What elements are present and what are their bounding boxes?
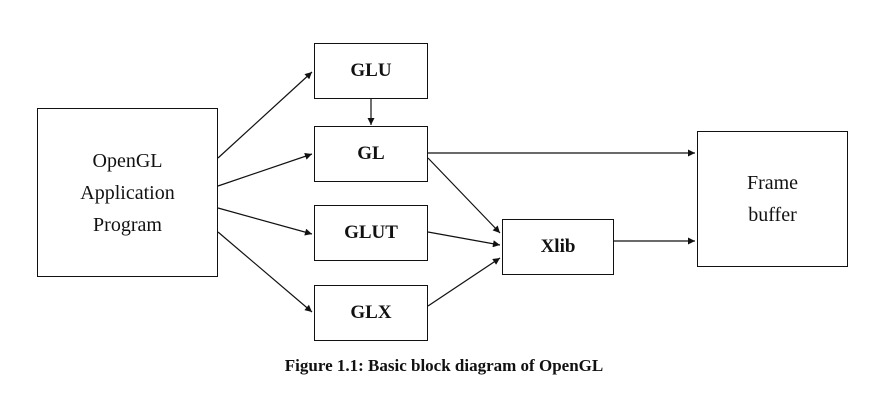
node-glut-label: GLUT bbox=[344, 222, 398, 243]
edge-app-to-gl bbox=[217, 152, 313, 187]
node-frame-label-line-2: buffer bbox=[748, 204, 797, 226]
node-gl: GL bbox=[314, 126, 428, 182]
node-gl-label: GL bbox=[357, 143, 385, 164]
edge-gl-to-xlib bbox=[427, 157, 501, 234]
edge-app-to-glut bbox=[217, 207, 313, 236]
node-glx-label: GLX bbox=[350, 302, 392, 323]
node-app-label-line-2: Application bbox=[80, 181, 175, 204]
node-app-label-line-3: Program bbox=[93, 213, 162, 236]
edge-glx-to-xlib bbox=[427, 257, 501, 307]
node-opengl-application-program: OpenGL Application Program bbox=[37, 108, 218, 277]
node-glx: GLX bbox=[314, 285, 428, 341]
node-frame-label-line-1: Frame bbox=[746, 172, 799, 194]
node-glu: GLU bbox=[314, 43, 428, 99]
figure-caption: Figure 1.1: Basic block diagram of OpenG… bbox=[284, 356, 604, 375]
node-frame-label: Frame buffer bbox=[747, 167, 798, 231]
node-frame-buffer: Frame buffer bbox=[697, 131, 848, 267]
node-glut: GLUT bbox=[314, 205, 428, 261]
node-xlib: Xlib bbox=[502, 219, 614, 275]
edge-glut-to-xlib bbox=[427, 231, 501, 248]
node-glu-label: GLU bbox=[350, 60, 392, 81]
node-xlib-label: Xlib bbox=[540, 236, 576, 257]
node-app-label-line-1: OpenGL bbox=[92, 149, 163, 172]
edge-app-to-glx bbox=[217, 231, 313, 313]
node-app-label: OpenGL Application Program bbox=[80, 145, 174, 241]
edge-app-to-glu bbox=[217, 71, 313, 159]
